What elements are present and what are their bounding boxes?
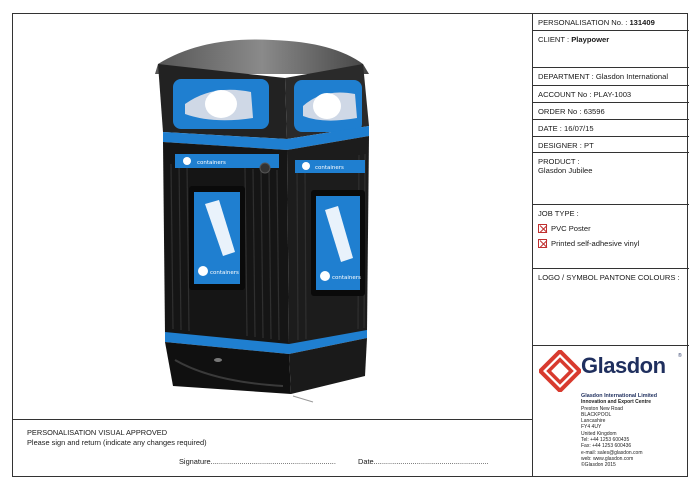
telephone: Tel: +44 1253 600435 [581, 437, 630, 444]
brand-name: Glasdon [581, 353, 666, 378]
department-name: Glasdon International [595, 72, 669, 81]
signature-line: Signature...............................… [179, 457, 336, 466]
poster-label-left: containers [210, 270, 239, 276]
department-row: DEPARTMENT : Glasdon International [533, 68, 689, 86]
date-row: DATE : 16/07/15 [533, 120, 689, 137]
client-name: Playpower [571, 35, 610, 44]
company-address: Glasdon International Limited Innovation… [581, 393, 658, 469]
date-value: 16/07/15 [564, 124, 594, 133]
recycling-bin-illustration: containers containers containers contain… [155, 39, 369, 403]
fax: Fax: +44 1253 600436 [581, 443, 632, 450]
pantone-row: LOGO / SYMBOL PANTONE COLOURS : [533, 269, 689, 346]
product-name: Glasdon Jubilee [538, 166, 593, 175]
strip-label-right: containers [315, 165, 344, 171]
approval-title: PERSONALISATION VISUAL APPROVED [27, 428, 168, 437]
product-row: PRODUCT : Glasdon Jubilee [533, 153, 689, 205]
strip-label-left: containers [197, 160, 226, 166]
job-type-pvc-poster: PVC Poster [538, 224, 689, 233]
company-block: Glasdon ® Glasdon International Limited … [533, 346, 689, 477]
registered-mark: ® [678, 353, 682, 359]
website: web: www.glasdon.com [581, 455, 634, 462]
poster-label-right: containers [332, 275, 361, 281]
designer-value: PT [584, 141, 594, 150]
checkbox-cross-icon [538, 224, 547, 233]
product-drawing: containers containers containers contain… [13, 14, 532, 419]
personalisation-number: 131409 [629, 18, 655, 27]
account-row: ACCOUNT No : PLAY-1003 [533, 86, 689, 103]
job-type-vinyl: Printed self-adhesive vinyl [538, 239, 689, 248]
job-type-row: JOB TYPE : PVC Poster Printed self-adhes… [533, 205, 689, 269]
info-panel: PERSONALISATION No. : 131409 CLIENT : Pl… [532, 14, 689, 477]
designer-row: DESIGNER : PT [533, 137, 689, 153]
checkbox-cross-icon [538, 239, 547, 248]
personalisation-row: PERSONALISATION No. : 131409 [533, 14, 689, 31]
email: e-mail: sales@glasdon.com [581, 449, 643, 456]
order-row: ORDER No : 63596 [533, 103, 689, 120]
client-row: CLIENT : Playpower [533, 31, 689, 68]
approval-instructions: Please sign and return (indicate any cha… [27, 438, 207, 447]
glasdon-logo-icon [537, 348, 583, 394]
approval-block: PERSONALISATION VISUAL APPROVED Please s… [13, 419, 532, 477]
order-number: 63596 [583, 107, 605, 116]
copyright: ©Glasdon 2015 [581, 462, 616, 469]
date-line: Date....................................… [358, 457, 489, 466]
account-number: PLAY-1003 [593, 90, 632, 99]
proof-sheet: containers containers containers contain… [12, 13, 689, 477]
